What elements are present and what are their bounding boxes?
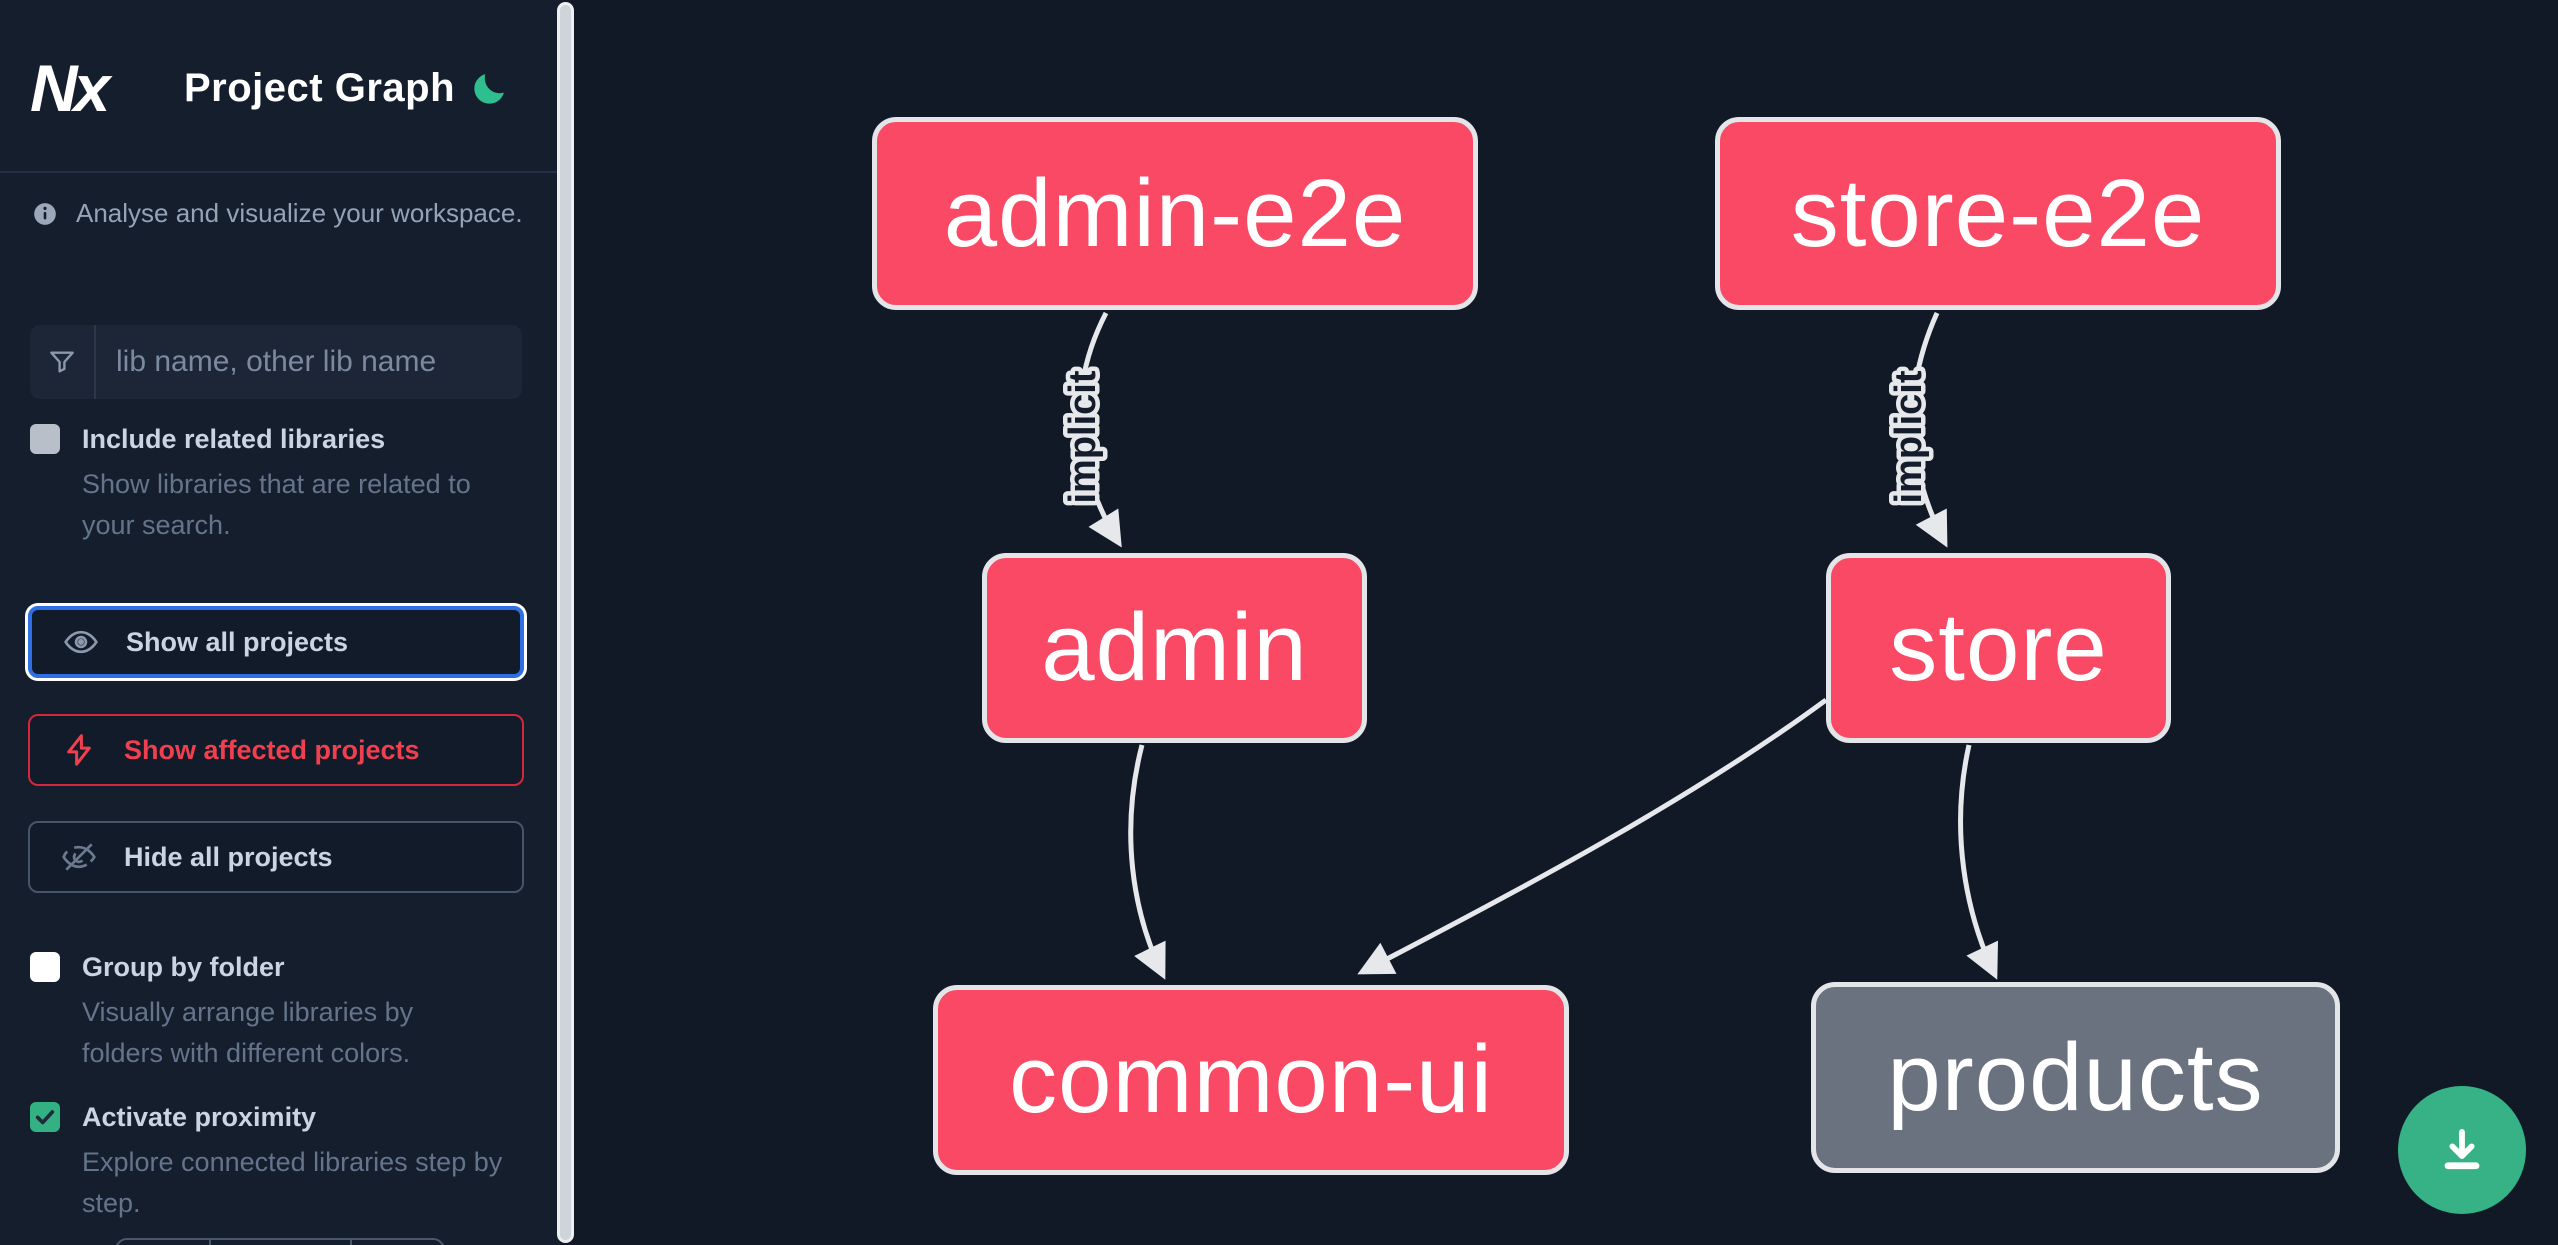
sidebar-scrollbar[interactable] (557, 2, 574, 1243)
workspace-tagline-row: Analyse and visualize your workspace. (32, 198, 532, 229)
graph-node-store[interactable]: store (1826, 553, 2171, 743)
edge-label-implicit-store: implicit (1888, 370, 1930, 503)
include-related-label[interactable]: Include related libraries (82, 424, 386, 454)
check-icon (35, 1110, 55, 1125)
bolt-icon (60, 731, 98, 769)
node-label: admin (1041, 594, 1308, 701)
hide-all-projects-label: Hide all projects (124, 841, 333, 872)
edge-store-to-products[interactable] (1958, 744, 1999, 980)
group-by-folder-description: Visually arrange libraries by folders wi… (82, 997, 414, 1068)
toggle-activate-proximity: Activate proximity Explore connected lib… (30, 1100, 530, 1224)
filter-search-box (30, 325, 522, 399)
graph-node-common-ui[interactable]: common-ui (933, 985, 1569, 1175)
search-input[interactable] (96, 325, 522, 399)
group-by-folder-label[interactable]: Group by folder (82, 952, 285, 982)
show-affected-projects-label: Show affected projects (124, 734, 420, 765)
graph-node-store-e2e[interactable]: store-e2e (1715, 117, 2281, 310)
activate-proximity-checkbox[interactable] (30, 1102, 60, 1132)
toggle-group-by-folder: Group by folder Visually arrange librari… (30, 950, 530, 1074)
theme-toggle-moon-icon[interactable] (468, 68, 510, 110)
node-label: common-ui (1009, 1026, 1493, 1133)
activate-proximity-label[interactable]: Activate proximity (82, 1102, 317, 1132)
node-label: products (1887, 1023, 2264, 1131)
tagline-text: Analyse and visualize your workspace. (76, 198, 523, 228)
download-graph-button[interactable] (2398, 1086, 2526, 1214)
node-label: store-e2e (1790, 159, 2206, 267)
show-all-projects-label: Show all projects (126, 626, 349, 657)
node-label: store (1889, 594, 2108, 701)
nx-logo: Nx (30, 51, 110, 125)
edge-admin-to-common-ui[interactable] (1128, 744, 1166, 980)
edge-store-to-common-ui[interactable] (1357, 697, 1828, 975)
funnel-filter-icon (30, 325, 96, 399)
eye-off-icon (60, 838, 98, 876)
activate-proximity-description: Explore connected libraries step by step… (82, 1147, 503, 1218)
graph-node-admin[interactable]: admin (982, 553, 1367, 743)
graph-node-products[interactable]: products (1811, 982, 2340, 1173)
eye-icon (62, 623, 100, 661)
hide-all-projects-button[interactable]: Hide all projects (28, 821, 524, 893)
sidebar: Nx Project Graph Analyse and visualize y… (0, 0, 560, 1245)
toggle-include-related: Include related libraries Show libraries… (30, 422, 530, 546)
node-label: admin-e2e (943, 159, 1407, 267)
group-by-folder-checkbox[interactable] (30, 952, 60, 982)
include-related-description: Show libraries that are related to your … (82, 469, 471, 540)
show-all-projects-button[interactable]: Show all projects (28, 606, 524, 678)
info-icon (32, 201, 58, 227)
edge-admin-e2e-to-admin[interactable] (1077, 311, 1122, 548)
show-affected-projects-button[interactable]: Show affected projects (28, 714, 524, 786)
download-icon (2444, 1128, 2480, 1170)
page-title: Project Graph (184, 66, 456, 110)
stepper-value-segment (211, 1240, 352, 1245)
edge-label-implicit-admin: implicit (1062, 370, 1104, 503)
include-related-checkbox[interactable] (30, 424, 60, 454)
edge-store-e2e-to-store[interactable] (1910, 311, 1948, 548)
sidebar-header: Nx Project Graph (0, 0, 560, 173)
stepper-decrement-segment[interactable] (117, 1240, 211, 1245)
graph-node-admin-e2e[interactable]: admin-e2e (872, 117, 1478, 310)
